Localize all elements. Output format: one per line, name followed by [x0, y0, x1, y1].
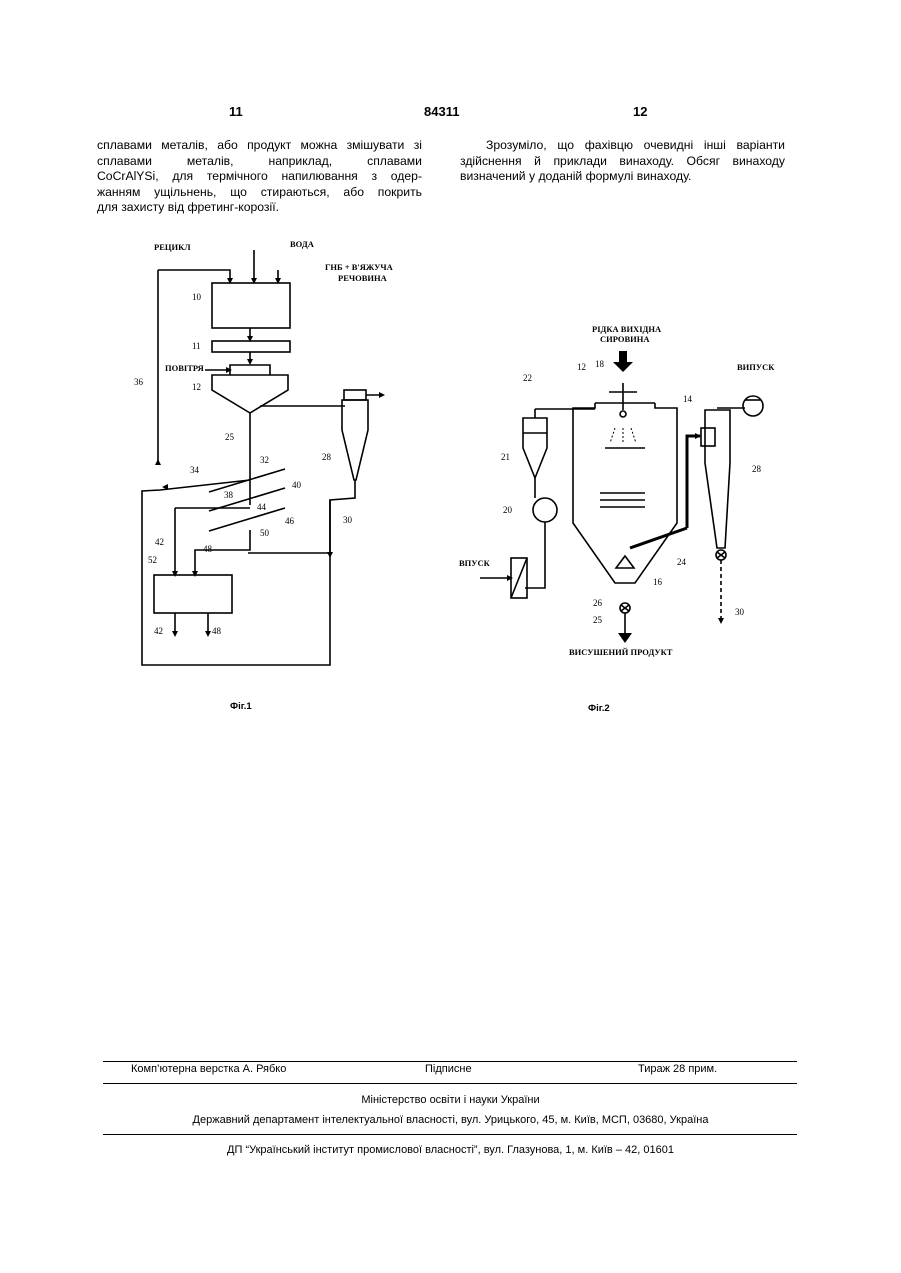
label-hbn-binder-2: РЕЧОВИНА: [338, 273, 388, 283]
ref-number: 21: [501, 452, 510, 462]
ref-number: 28: [752, 464, 762, 474]
process-flow-diagram: РЕЦИКЛ ВОДА ГНБ + В'ЯЖУЧА РЕЧОВИНА ПОВІТ…: [120, 230, 405, 715]
ref-number: 18: [595, 359, 605, 369]
right-page-number: 12: [633, 104, 647, 119]
ref-number: 50: [260, 528, 270, 538]
ref-number: 48: [212, 626, 222, 636]
text-line: Зрозуміло, що фахівцю очевидні інші варі…: [460, 138, 785, 154]
footer-subscription: Підписне: [425, 1063, 472, 1075]
footer-layout: Комп’ютерна верстка А. Рябко: [131, 1063, 286, 1075]
ref-number: 30: [343, 515, 353, 525]
ref-number: 32: [260, 455, 269, 465]
ref-number: 44: [257, 502, 267, 512]
label-recycle: РЕЦИКЛ: [154, 242, 191, 252]
footer-ministry: Міністерство освіти і науки України: [0, 1094, 901, 1106]
text-line: визначений у доданій формулі винаходу.: [460, 169, 785, 185]
label-water: ВОДА: [290, 239, 315, 249]
label-liquid-feed-2: СИРОВИНА: [600, 334, 650, 344]
text-line: здійснення й приклади винаходу. Обсяг ви…: [460, 154, 785, 170]
ref-number: 26: [593, 598, 603, 608]
ref-number: 14: [683, 394, 693, 404]
left-page-number: 11: [229, 104, 243, 119]
text-line: CoCrAlYSi, для термічного напилювання з …: [97, 169, 422, 185]
ref-number: 28: [322, 452, 332, 462]
spray-dryer-diagram: РІДКА ВИХІДНА СИРОВИНА ВИПУСК ВПУСК ВИСУ…: [455, 318, 780, 713]
ref-number: 12: [192, 382, 201, 392]
ref-number: 52: [148, 555, 157, 565]
patent-number: 84311: [424, 104, 459, 119]
ref-number: 11: [192, 341, 201, 351]
ref-number: 42: [155, 537, 164, 547]
ref-number: 10: [192, 292, 202, 302]
text-line: для захисту від фретинг-корозії.: [97, 200, 422, 216]
ref-number: 40: [292, 480, 302, 490]
label-outlet: ВИПУСК: [737, 362, 775, 372]
figure-2: РІДКА ВИХІДНА СИРОВИНА ВИПУСК ВПУСК ВИСУ…: [455, 318, 780, 713]
footer-divider: [103, 1061, 797, 1062]
label-air: ПОВІТРЯ: [165, 363, 204, 373]
ref-number: 20: [503, 505, 513, 515]
footer-divider: [103, 1134, 797, 1135]
label-hbn-binder: ГНБ + В'ЯЖУЧА: [325, 262, 394, 272]
footer-publisher: ДП “Український інститут промислової вла…: [0, 1144, 901, 1156]
figure-1: РЕЦИКЛ ВОДА ГНБ + В'ЯЖУЧА РЕЧОВИНА ПОВІТ…: [120, 230, 405, 715]
ref-number: 42: [154, 626, 163, 636]
ref-number: 36: [134, 377, 144, 387]
left-text-column: сплавами металів, або продукт можна зміш…: [97, 138, 422, 216]
footer-divider: [103, 1083, 797, 1084]
text-line: сплавами металів, або продукт можна зміш…: [97, 138, 422, 154]
ref-number: 22: [523, 373, 532, 383]
ref-number: 25: [593, 615, 603, 625]
ref-number: 24: [677, 557, 687, 567]
ref-number: 48: [203, 544, 213, 554]
ref-number: 30: [735, 607, 745, 617]
figure-2-caption: Фіг.2: [588, 703, 610, 713]
ref-number: 25: [225, 432, 235, 442]
footer-department: Державний департамент інтелектуальної вл…: [0, 1114, 901, 1126]
ref-number: 16: [653, 577, 663, 587]
ref-number: 38: [224, 490, 234, 500]
figure-1-caption: Фіг.1: [230, 701, 252, 712]
right-text-column: Зрозуміло, що фахівцю очевидні інші варі…: [460, 138, 785, 185]
label-liquid-feed: РІДКА ВИХІДНА: [592, 324, 662, 334]
label-dried-product: ВИСУШЕНИЙ ПРОДУКТ: [569, 647, 673, 657]
ref-number: 46: [285, 516, 295, 526]
text-line: жанням ущільнень, що стираються, або пок…: [97, 185, 422, 201]
footer-circulation: Тираж 28 прим.: [638, 1063, 717, 1075]
ref-number: 12: [577, 362, 586, 372]
text-line: сплавами металів, наприклад, сплавами: [97, 154, 422, 170]
label-inlet: ВПУСК: [459, 558, 491, 568]
ref-number: 34: [190, 465, 200, 475]
